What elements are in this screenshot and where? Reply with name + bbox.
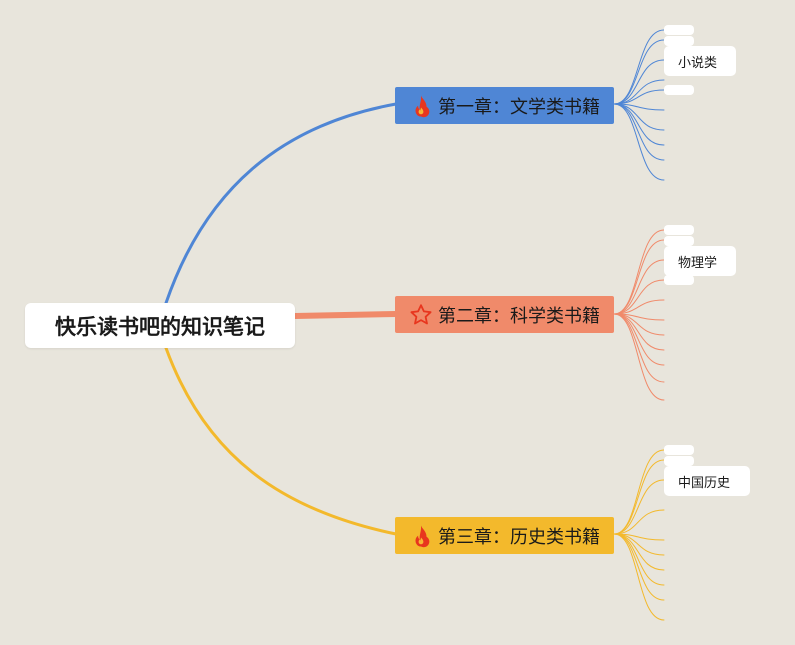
connector-subtopic — [613, 103, 665, 161]
connector-subtopic — [613, 533, 665, 601]
fire-icon — [409, 94, 433, 118]
branch-label: 第三章：历史类书籍 — [438, 526, 600, 548]
connector-subtopic — [613, 229, 665, 315]
connector-subtopic — [613, 533, 665, 621]
connector-subtopic — [613, 313, 665, 383]
connector-subtopic — [613, 239, 665, 315]
connector-subtopic — [613, 259, 665, 315]
connector-subtopic — [613, 79, 665, 105]
connector-subtopic — [613, 459, 665, 535]
connector-subtopic — [613, 313, 665, 401]
connector-subtopic — [613, 39, 665, 105]
connector-subtopic — [613, 479, 665, 535]
branch-literature[interactable]: 第一章：文学类书籍 — [395, 87, 614, 124]
branch-label: 第一章：文学类书籍 — [438, 96, 600, 118]
leaf-label: 物理学 — [678, 255, 718, 271]
connector-subtopic — [613, 509, 665, 535]
connector-branch-literature — [164, 102, 398, 305]
connector-subtopic — [613, 89, 665, 105]
root-topic-label: 快乐读书吧的知识笔记 — [55, 314, 265, 339]
fire-icon — [409, 524, 433, 548]
connector-subtopic — [613, 29, 665, 105]
leaf-topic-novels[interactable]: 小说类 — [664, 46, 736, 76]
leaf-topic-chinese-history[interactable]: 中国历史 — [664, 466, 750, 496]
subtopic-stub[interactable] — [664, 445, 694, 455]
branch-history[interactable]: 第三章：历史类书籍 — [395, 517, 614, 554]
leaf-label: 中国历史 — [678, 475, 731, 491]
subtopic-stub[interactable] — [664, 236, 694, 246]
subtopic-stub[interactable] — [664, 36, 694, 46]
connector-subtopic — [613, 299, 665, 315]
branch-science[interactable]: 第二章：科学类书籍 — [395, 296, 614, 333]
connector-subtopic — [613, 449, 665, 535]
subtopic-stub[interactable] — [664, 85, 694, 95]
star-icon — [409, 303, 433, 327]
subtopic-stub[interactable] — [664, 275, 694, 285]
subtopic-stub[interactable] — [664, 225, 694, 235]
connector-subtopic — [613, 533, 665, 586]
subtopic-stub[interactable] — [664, 456, 694, 466]
connector-subtopic — [613, 279, 665, 315]
connector-branch-history — [164, 346, 398, 536]
leaf-topic-physics[interactable]: 物理学 — [664, 246, 736, 276]
branch-label: 第二章：科学类书籍 — [438, 305, 600, 327]
connector-subtopic — [613, 103, 665, 181]
connector-subtopic — [613, 313, 665, 366]
subtopic-stub[interactable] — [664, 25, 694, 35]
leaf-label: 小说类 — [678, 55, 718, 71]
root-topic[interactable]: 快乐读书吧的知识笔记 — [25, 303, 295, 348]
connector-branch-science — [292, 311, 399, 319]
connector-subtopic — [613, 59, 665, 105]
